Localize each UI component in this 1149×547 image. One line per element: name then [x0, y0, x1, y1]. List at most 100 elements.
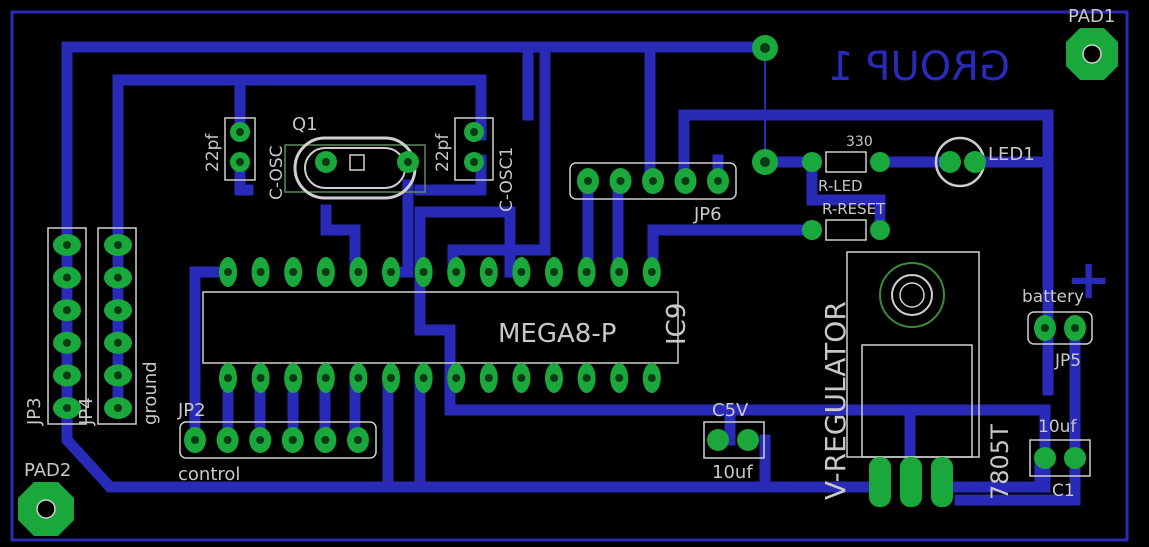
jp4-pin-hole — [114, 338, 122, 347]
c5v-cap — [703, 421, 765, 459]
jp2-pin-hole — [256, 436, 265, 444]
jp3-pin-hole — [63, 404, 71, 412]
c5v-name-label: C5V — [712, 400, 749, 421]
ic-pin-hole — [321, 374, 330, 382]
c5v-value-label: 10uf — [712, 462, 753, 483]
copper-traces — [61, 41, 1081, 506]
ic-pin-hole — [484, 374, 493, 382]
jp2-header — [179, 421, 377, 459]
ic-pin-hole — [615, 268, 624, 276]
jp2-pin-hole — [288, 436, 297, 444]
r-reset-resistor — [802, 219, 890, 241]
ic-pin-hole — [387, 268, 395, 276]
led1 — [934, 136, 986, 188]
ic-pin-hole — [419, 268, 428, 276]
ic-pin-hole — [387, 374, 395, 382]
r-reset-name-label: R-RESET — [822, 200, 886, 218]
jp3-pin-hole — [63, 338, 71, 347]
pad1-label: PAD1 — [1068, 6, 1115, 27]
jp5-pin-hole — [1071, 324, 1079, 332]
jp6-label: JP6 — [693, 204, 722, 225]
plus-sign: + — [1066, 248, 1111, 311]
regulator-name-label: V-REGULATOR — [819, 301, 852, 500]
c-osc1-name-label: C-OSC1 — [497, 147, 517, 212]
jp3-pin-hole — [63, 306, 71, 315]
ic-pin-hole — [647, 374, 656, 382]
ic-pin-hole — [224, 374, 232, 382]
battery-label: battery — [1022, 287, 1084, 307]
ic-pin-hole — [419, 374, 428, 382]
jp2-pin-hole — [223, 436, 232, 444]
pad2-hole — [36, 499, 56, 519]
jp6-header — [569, 162, 737, 200]
c-osc-value-label: 22pf — [203, 133, 223, 172]
jp3-pin-hole — [63, 371, 71, 380]
jp6-pin-hole — [616, 177, 625, 185]
ic-pin-hole — [354, 374, 363, 382]
c-osc1-cap — [454, 117, 494, 181]
ic-pin-hole — [452, 374, 461, 382]
ic-pin-hole — [289, 268, 298, 276]
ic9-outline — [202, 291, 679, 364]
pad2-label: PAD2 — [24, 460, 71, 481]
jp5-label: JP5 — [1054, 351, 1081, 371]
crystal-name-label: Q1 — [292, 114, 318, 135]
ic-pin-hole — [484, 268, 493, 276]
ic-pin-hole — [550, 374, 558, 382]
ic9-pins — [219, 257, 661, 393]
ic-pin-hole — [321, 268, 330, 276]
jp2-label: JP2 — [177, 400, 206, 421]
ic9-name-label: IC9 — [662, 303, 692, 345]
control-label: control — [178, 464, 240, 485]
ic9-value-label: MEGA8-P — [498, 319, 616, 349]
ic-pin-hole — [224, 268, 232, 276]
jp2-pin-hole — [354, 436, 362, 444]
jp4-header — [97, 227, 137, 425]
ic-pin-hole — [582, 268, 591, 276]
jp3-header — [47, 227, 87, 425]
ic-pin-hole — [517, 268, 526, 276]
led1-label: LED1 — [988, 144, 1035, 165]
ic-pin-hole — [354, 268, 363, 276]
jp2-pin-hole — [321, 436, 330, 444]
r-led-resistor — [802, 151, 890, 173]
jp6-pin-hole — [714, 177, 722, 185]
ic-pin-hole — [550, 268, 558, 276]
regulator-value-label: 7805T — [986, 424, 1014, 500]
c-osc1-value-label: 22pf — [433, 133, 453, 172]
jp2-pin-hole — [191, 436, 199, 444]
c-osc-name-label: C-OSC — [267, 145, 287, 200]
crystal-q1 — [284, 136, 426, 200]
c1-value-label: 10uf — [1038, 417, 1077, 437]
jp4-pin-hole — [114, 404, 122, 412]
jp4-pin-hole — [114, 241, 122, 249]
pad1-hole — [1082, 44, 1102, 64]
jp6-pin-hole — [584, 177, 592, 185]
ic-pin-hole — [517, 374, 526, 382]
ic-pin-hole — [289, 374, 298, 382]
jp3-pin-hole — [63, 273, 71, 282]
jp4-label: JP4 — [76, 397, 97, 426]
vias — [752, 35, 778, 175]
jp6-pin-hole — [649, 177, 657, 185]
r-led-value-label: 330 — [846, 134, 873, 150]
c1-name-label: C1 — [1052, 481, 1075, 501]
jp4-pin-hole — [114, 371, 122, 380]
c-osc-cap — [224, 117, 256, 181]
board-outline — [10, 10, 1129, 542]
header-pads — [53, 168, 1086, 453]
jp6-pin-hole — [681, 177, 690, 185]
big-pads — [18, 28, 1118, 536]
ic-pin-hole — [256, 268, 265, 276]
board-title: GROUP 1 — [828, 44, 1010, 90]
v-regulator — [846, 251, 980, 507]
ground-label: ground — [140, 361, 161, 425]
ic-pin-hole — [582, 374, 591, 382]
ic-pin-hole — [647, 268, 656, 276]
ic-pin-hole — [615, 374, 624, 382]
c1-cap — [1029, 439, 1091, 477]
jp5-pin-hole — [1041, 324, 1049, 332]
ic-pin-hole — [256, 374, 265, 382]
jp3-label: JP3 — [24, 397, 45, 426]
